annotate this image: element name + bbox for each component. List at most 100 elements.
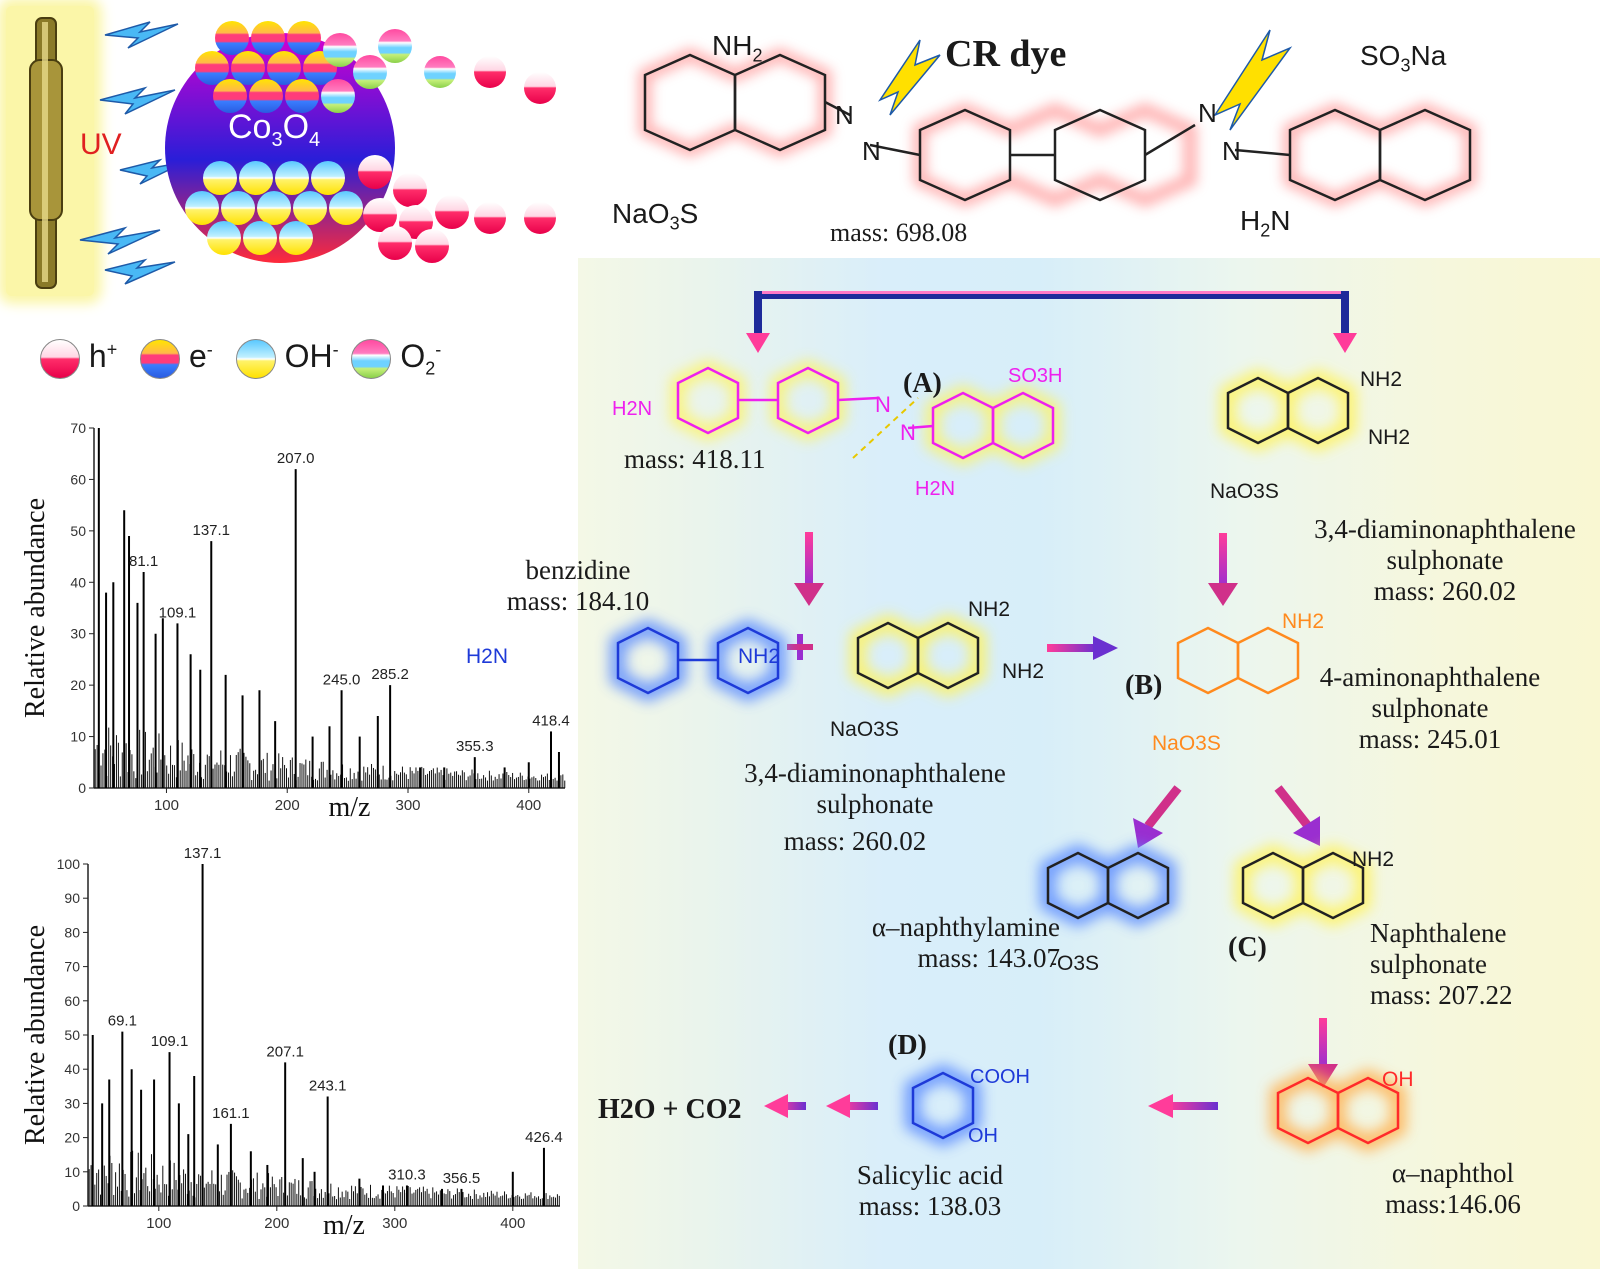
hydroxyl-ball-icon [235, 338, 276, 379]
y-tick-label: 50 [64, 1027, 80, 1043]
legend-superoxide: O2- [400, 338, 442, 379]
benzidine-nh2: NH2 [738, 645, 781, 668]
tag-a: (A) [903, 368, 942, 399]
dye-n1: N [835, 100, 854, 130]
naphthylamine-o3s: -O3S [1050, 952, 1100, 975]
photocatalysis-illustration [29, 17, 556, 289]
electron-ball-icon [140, 338, 181, 379]
x-tick-label: 300 [395, 797, 420, 814]
peak-label: 355.3 [456, 738, 494, 755]
y-tick-label: 40 [64, 1061, 80, 1077]
a-so3h: SO3H [1008, 365, 1063, 387]
y-tick-label: 80 [64, 924, 80, 940]
x-tick-label: 200 [264, 1215, 289, 1232]
final-products: H2O + CO2 [598, 1094, 742, 1125]
b-nh2: NH2 [1282, 610, 1325, 633]
hole-balls [358, 155, 556, 263]
y-tick-label: 70 [70, 420, 86, 436]
y-tick-label: 100 [57, 856, 81, 872]
c-nh2: NH2 [1352, 848, 1395, 871]
dye-nao3s-left: NaO3S [612, 198, 699, 234]
a-n-bottom: N [900, 420, 916, 445]
peak-label: 207.1 [266, 1043, 304, 1060]
peak-label: 285.2 [371, 666, 409, 683]
hole-ball-icon [40, 338, 80, 379]
y-tick-label: 10 [64, 1164, 80, 1180]
dye-n3: N [1198, 98, 1217, 128]
dye-nh2-left: NH2 [712, 30, 763, 66]
y-tick-label: 10 [70, 729, 86, 745]
molecule-c [1235, 844, 1371, 927]
dye-mass: mass: 698.08 [830, 218, 968, 247]
peak-label: 207.0 [277, 450, 315, 467]
y-axis-label: Relative abundance [20, 498, 51, 718]
x-tick-label: 100 [146, 1215, 171, 1232]
y-tick-label: 0 [72, 1198, 80, 1214]
x-axis-label: m/z [329, 792, 371, 823]
x-tick-label: 300 [382, 1215, 407, 1232]
molecule-right-top [1220, 369, 1356, 452]
a-n-top: N [875, 392, 891, 417]
peak-label: 137.1 [184, 845, 222, 862]
d-cooh: COOH [970, 1066, 1030, 1088]
rt-nh2-b: NH2 [1368, 426, 1411, 449]
peak-label: 161.1 [212, 1105, 250, 1122]
md-nao3s: NaO3S [830, 718, 899, 741]
pathway-molecules [610, 360, 1406, 1152]
peak-label: 310.3 [388, 1166, 426, 1183]
y-tick-label: 60 [64, 993, 80, 1009]
electron-balls [195, 21, 556, 113]
uv-label: UV [80, 128, 122, 161]
naphthol-oh: OH [1382, 1068, 1414, 1091]
b-nao3s: NaO3S [1152, 732, 1221, 755]
x-tick-label: 400 [516, 797, 541, 814]
a-h2n: H2N [612, 398, 653, 420]
y-tick-label: 40 [70, 574, 86, 590]
dye-n2: N [862, 136, 881, 166]
y-tick-label: 30 [64, 1095, 80, 1111]
a-h2n-bottom: H2N [915, 478, 956, 500]
superoxide-ball-icon [351, 338, 392, 379]
peak-label: 245.0 [323, 671, 361, 688]
md-nh2-a: NH2 [968, 598, 1011, 621]
benzidine-h2n: H2N [466, 645, 509, 668]
pathway-background [578, 258, 1600, 1269]
d-oh: OH [968, 1125, 998, 1147]
y-tick-label: 20 [64, 1130, 80, 1146]
peak-label: 109.1 [159, 604, 197, 621]
hydroxyl-balls [185, 161, 363, 255]
dye-h2n-right: H2N [1240, 205, 1291, 241]
y-tick-label: 70 [64, 959, 80, 975]
species-legend: h+ e- OH- O2- [40, 338, 441, 379]
y-tick-label: 0 [78, 780, 86, 796]
rt-nh2-a: NH2 [1360, 368, 1403, 391]
dye-n4: N [1222, 136, 1241, 166]
y-tick-label: 50 [70, 523, 86, 539]
peak-label: 356.5 [443, 1170, 481, 1187]
catalyst-label: Co3O4 [228, 108, 321, 151]
x-tick-label: 100 [154, 797, 179, 814]
molecule-mid-dans [850, 614, 986, 697]
cr-dye-structure [638, 29, 1477, 208]
molecule-a [671, 360, 1060, 466]
peak-label: 426.4 [525, 1129, 563, 1146]
peak-label: 69.1 [108, 1013, 137, 1030]
y-axis-label: Relative abundance [20, 925, 51, 1145]
a-mass: mass: 418.11 [624, 444, 766, 474]
y-tick-label: 90 [64, 890, 80, 906]
md-nh2-b: NH2 [1002, 660, 1045, 683]
tag-d: (D) [888, 1030, 927, 1061]
x-axis-label: m/z [323, 1210, 365, 1241]
legend-hole: h+ [88, 338, 118, 374]
x-tick-label: 400 [500, 1215, 525, 1232]
rt-nao3s: NaO3S [1210, 480, 1279, 503]
peak-label: 137.1 [192, 522, 230, 539]
